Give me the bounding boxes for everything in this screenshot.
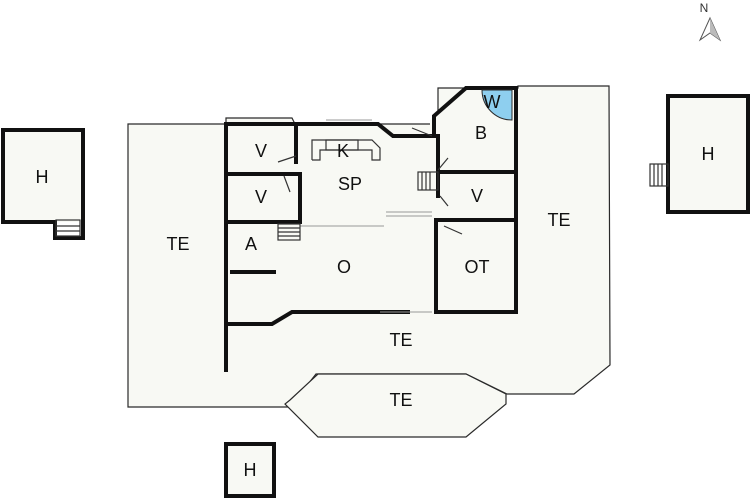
room-label-bedroom-1: V [255, 141, 267, 161]
house-wall-south-west [224, 310, 410, 326]
room-label-bathroom: B [475, 123, 487, 143]
north-arrow: N [698, 1, 722, 42]
door-swing [277, 155, 297, 163]
door-swing [437, 157, 449, 171]
room-label-annex-east: H [702, 144, 715, 164]
kitchen-island [325, 139, 359, 151]
annex-east [649, 94, 750, 214]
room-label-annex-south: H [244, 460, 257, 480]
annex-south [224, 442, 276, 498]
room-label-annex-west: H [36, 167, 49, 187]
north-label: N [700, 1, 709, 15]
annex-west [1, 128, 85, 240]
room-label-bedroom-3: V [471, 186, 483, 206]
room-label-terrace-south: TE [389, 330, 412, 350]
room-label-wellness: W [484, 92, 501, 112]
room-label-open-room: O [337, 257, 351, 277]
room-label-other-room: OT [465, 257, 490, 277]
door-swing [411, 127, 433, 137]
room-label-terrace-bottom: TE [389, 390, 412, 410]
terrace-outline-bottom [284, 373, 507, 438]
house-wall-bath-corner [432, 86, 518, 222]
house-interior [226, 88, 516, 312]
wellness-area [481, 89, 513, 121]
door-swing [283, 175, 291, 193]
door-swing [443, 225, 463, 235]
room-label-kitchen: K [337, 141, 349, 161]
stairs-hall [417, 171, 439, 191]
room-label-utility: A [245, 234, 257, 254]
stairs-living [277, 223, 301, 241]
room-label-bedroom-2: V [255, 187, 267, 207]
room-label-terrace-east: TE [547, 210, 570, 230]
door-swing [439, 195, 449, 207]
house-wall-north-kitchen [294, 122, 432, 138]
room-label-terrace-west: TE [166, 234, 189, 254]
room-label-living-kitchen: SP [338, 174, 362, 194]
